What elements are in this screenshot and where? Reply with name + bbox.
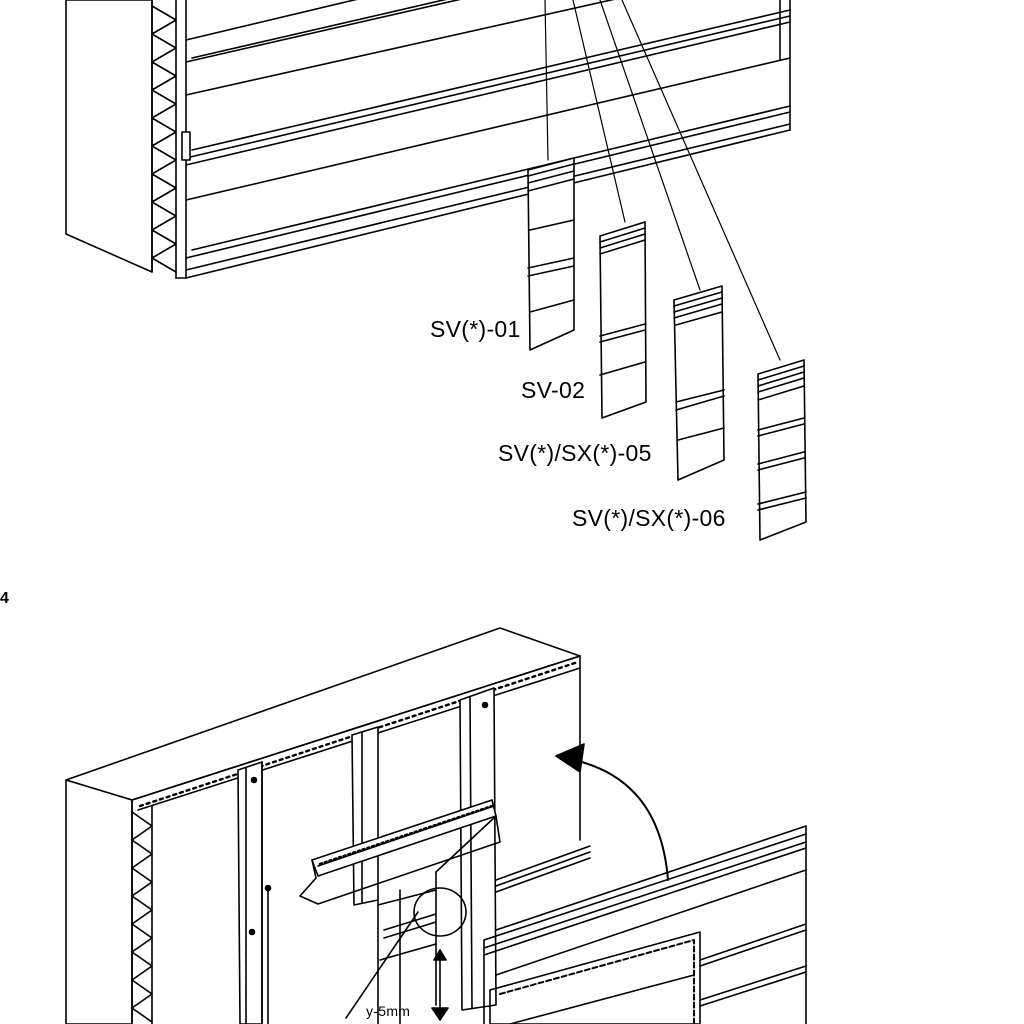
rotation-arrow xyxy=(556,744,668,880)
label-sv01: SV(*)-01 xyxy=(430,316,521,342)
label-sv05: SV(*)/SX(*)-05 xyxy=(498,440,652,466)
window-opening xyxy=(346,888,466,1024)
dimension-label: y-5mm xyxy=(366,1003,411,1019)
figure-number: 4 xyxy=(0,590,10,607)
window-head-flashing xyxy=(300,800,500,1005)
profile-sv06-drawing xyxy=(758,360,806,540)
bottom-wall-section xyxy=(66,628,580,1024)
label-sv06: SV(*)/SX(*)-06 xyxy=(572,505,726,531)
top-wall-section xyxy=(66,0,186,278)
label-sv02: SV-02 xyxy=(521,377,586,403)
leader-lines xyxy=(545,0,780,360)
profile-sv01-drawing xyxy=(528,158,574,350)
profile-sv02-drawing xyxy=(600,222,646,418)
profile-sv05-drawing xyxy=(674,286,724,480)
bottom-siding-panels xyxy=(484,826,806,1024)
top-siding-panels xyxy=(182,0,790,278)
